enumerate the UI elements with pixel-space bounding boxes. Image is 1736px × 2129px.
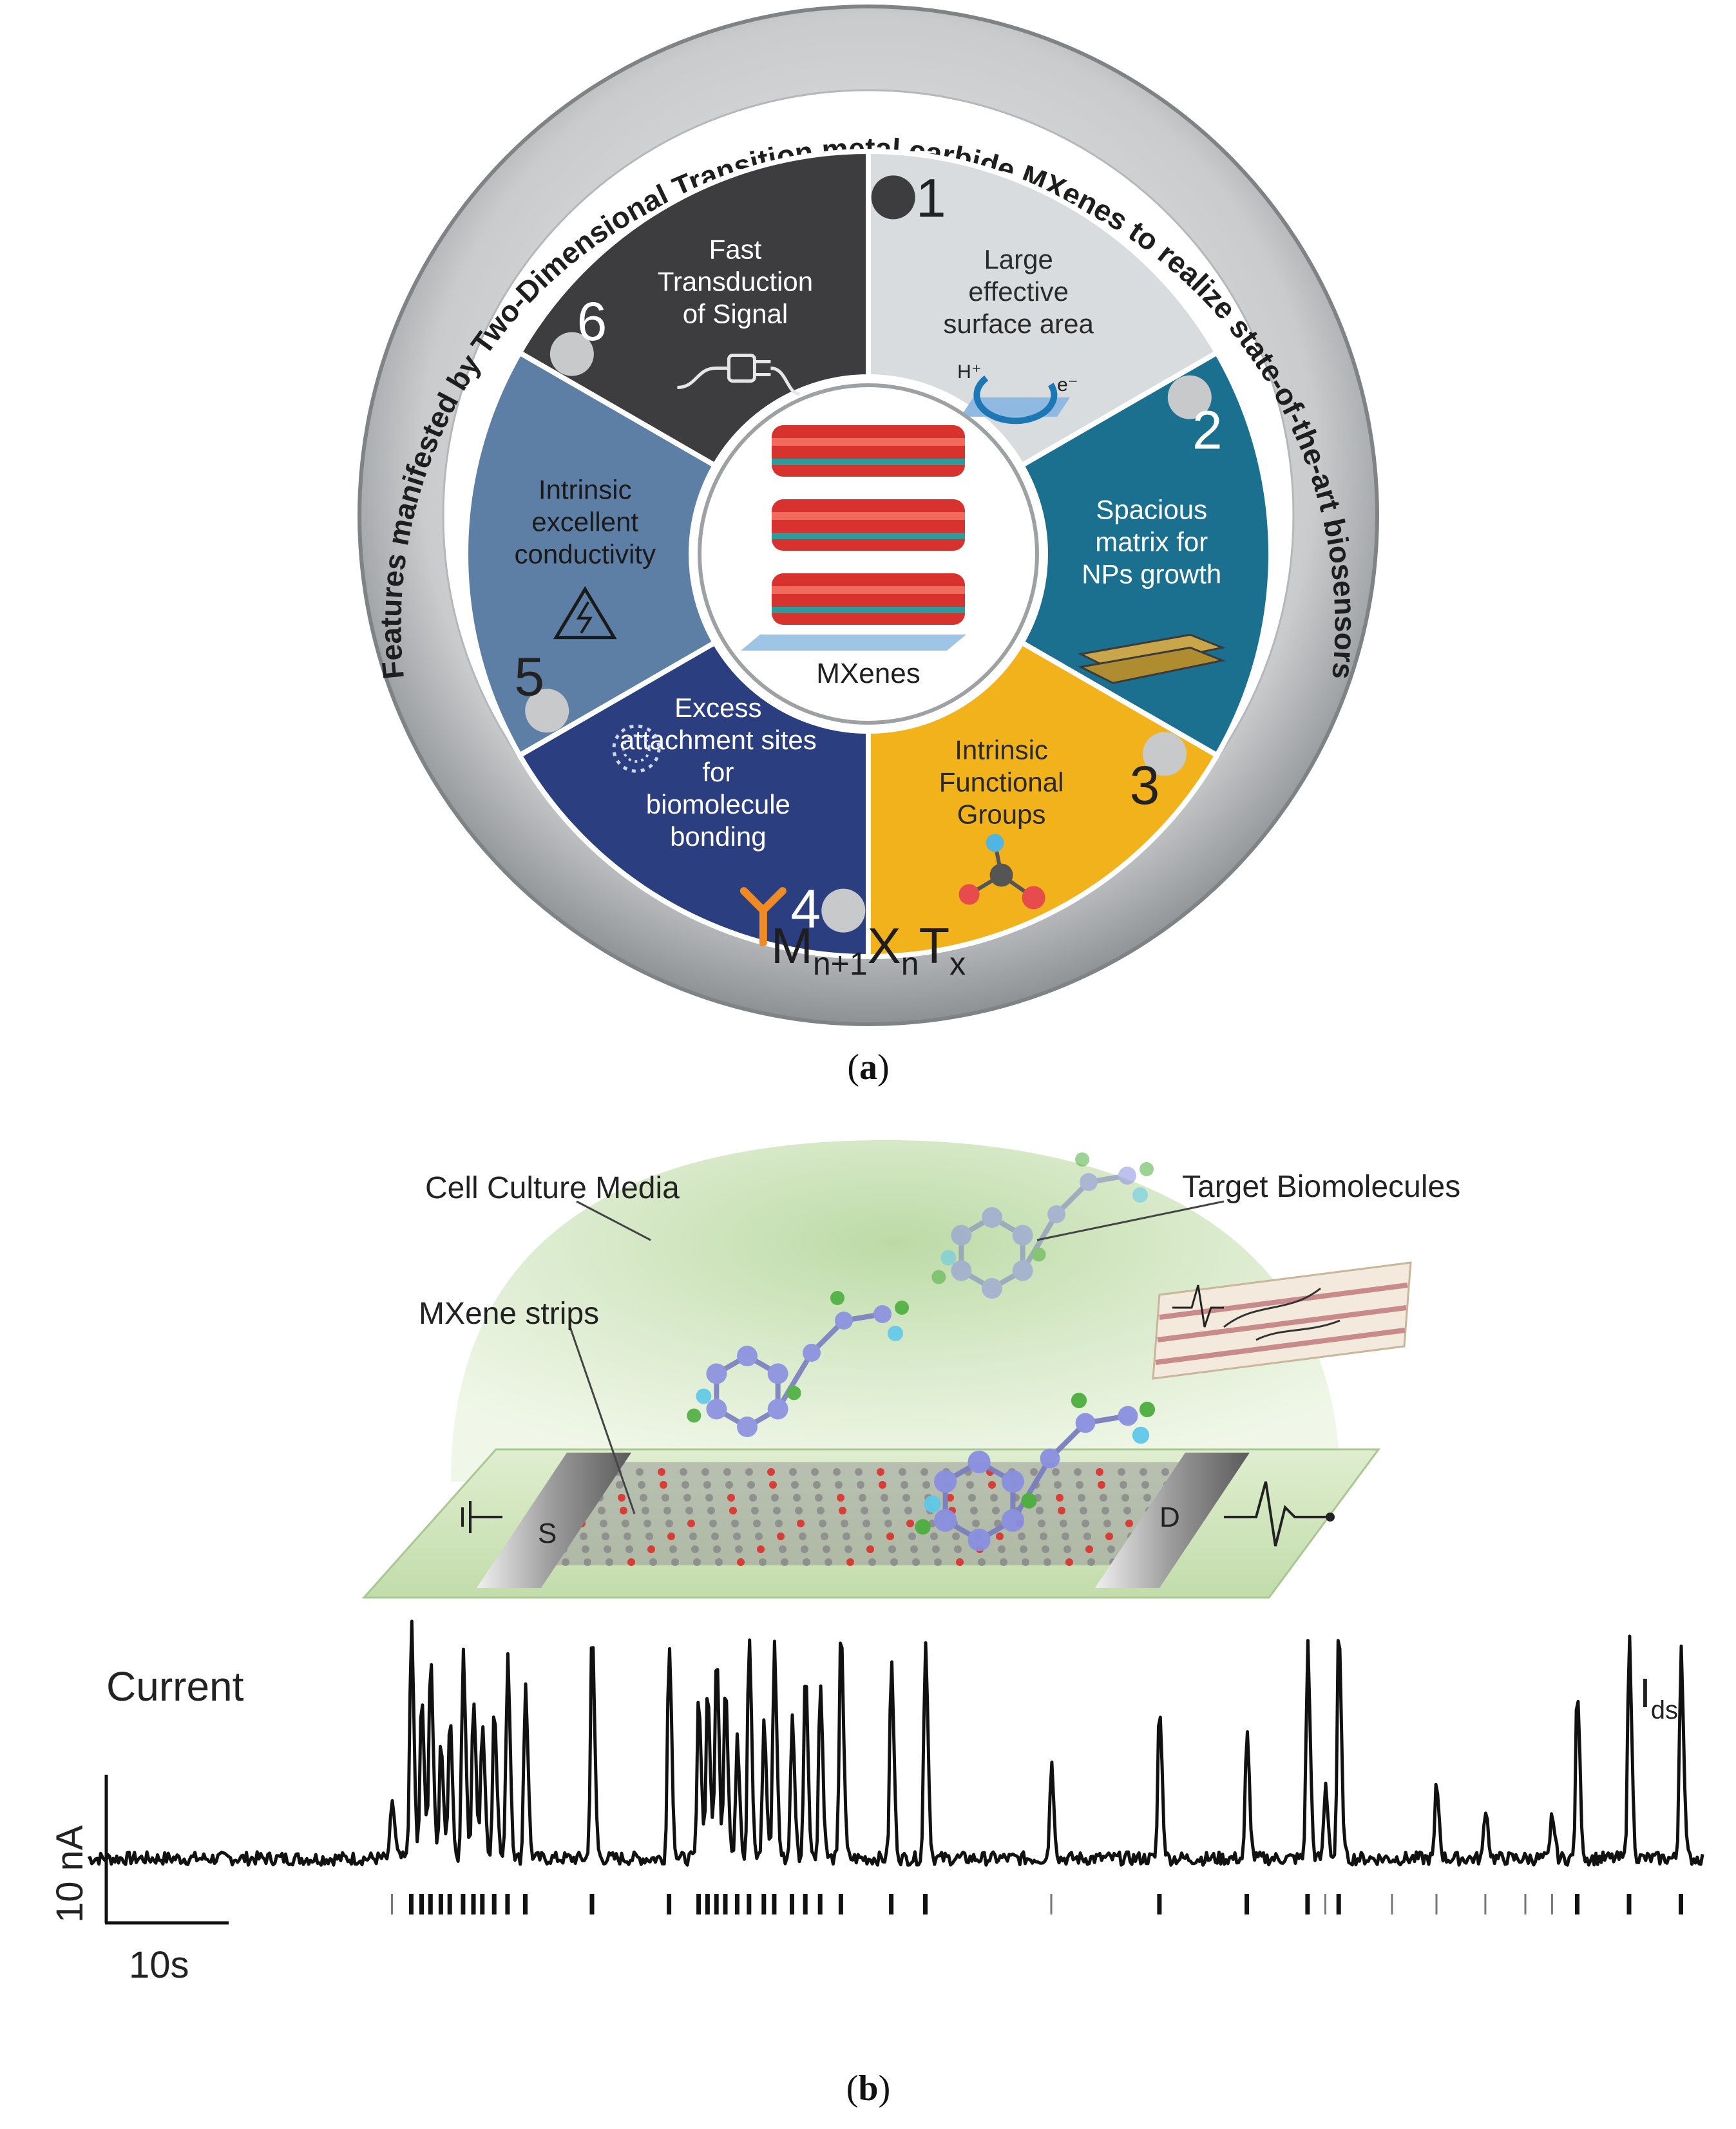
callout-lines	[569, 1200, 1225, 1514]
mxene-strip-lattice	[528, 1462, 1224, 1565]
neuron-patch-icon	[1152, 1261, 1412, 1380]
target-biomolecules	[687, 1152, 1156, 1552]
panel-a-wheel: Features manifested by Two-Dimensional T…	[358, 5, 1379, 1026]
scale-x-label: 10s	[129, 1944, 189, 1986]
biomolecule	[931, 1152, 1154, 1299]
segment-3-number: 3	[1130, 755, 1160, 816]
puzzle-knob	[1143, 732, 1187, 776]
segment-2-number: 2	[1192, 399, 1223, 460]
puzzle-knob	[871, 175, 915, 220]
scale-y-label: 10 nA	[49, 1825, 91, 1923]
strips-label: MXene strips	[419, 1297, 599, 1331]
trace-title: Current	[106, 1663, 244, 1710]
signal-plug-icon	[677, 354, 800, 396]
source-label: S	[538, 1518, 557, 1549]
drain-electrode: D	[1095, 1453, 1335, 1588]
segment-3-shape	[866, 639, 1221, 960]
caption-b: (b)	[846, 2068, 890, 2108]
segment-4-number: 4	[790, 878, 821, 939]
segment-6-number: 6	[577, 291, 607, 352]
biomolecule	[915, 1392, 1156, 1552]
biomolecule	[687, 1291, 909, 1437]
scale-bar: 10 nA 10s	[49, 1775, 229, 1986]
segment-4-shape	[516, 639, 871, 960]
center-label: MXenes	[816, 658, 920, 689]
segment-6-shape	[516, 148, 871, 469]
current-trace-chart: Current Ids 10 nA 10s	[49, 1619, 1704, 1986]
segment-1-shape	[866, 148, 1221, 469]
culture-media-dome	[451, 1140, 1340, 1482]
drain-label: D	[1159, 1502, 1180, 1533]
mxene-layers-icon	[741, 425, 966, 651]
svg-text:Mn+1XnTx: Mn+1XnTx	[771, 917, 966, 982]
puzzle-knob	[549, 332, 594, 376]
high-voltage-icon	[553, 586, 617, 640]
svg-text:H⁺: H⁺	[957, 361, 982, 383]
panel-b-device: S D Cell Culture Media Target B	[361, 1140, 1460, 1599]
segment-1-number: 1	[916, 168, 946, 229]
caption-a: (a)	[847, 1047, 889, 1087]
ids-label: Ids	[1639, 1670, 1678, 1724]
antibody-icon	[739, 887, 787, 947]
source-electrode: S	[461, 1453, 631, 1588]
output-signal-icon	[1224, 1481, 1327, 1547]
surface-area-icon: H⁺ e⁻	[957, 361, 1078, 425]
virus-icon	[612, 724, 661, 773]
formula: Mn+1XnTx	[771, 917, 966, 982]
outer-ring-edge	[358, 5, 1379, 1026]
svg-text:e⁻: e⁻	[1057, 374, 1078, 396]
molecule-icon	[959, 834, 1045, 910]
media-label: Cell Culture Media	[425, 1171, 680, 1205]
segment-5-shape	[463, 349, 719, 759]
puzzle-knob	[1167, 375, 1212, 419]
current-trace-line	[87, 1619, 1704, 1867]
puzzle-knob	[821, 888, 866, 933]
nanoparticle-matrix-icon	[1078, 633, 1226, 684]
puzzle-knob	[525, 689, 569, 733]
spike-raster	[391, 1894, 1683, 1914]
segment-5-number: 5	[514, 647, 544, 707]
targets-label: Target Biomolecules	[1182, 1170, 1460, 1204]
